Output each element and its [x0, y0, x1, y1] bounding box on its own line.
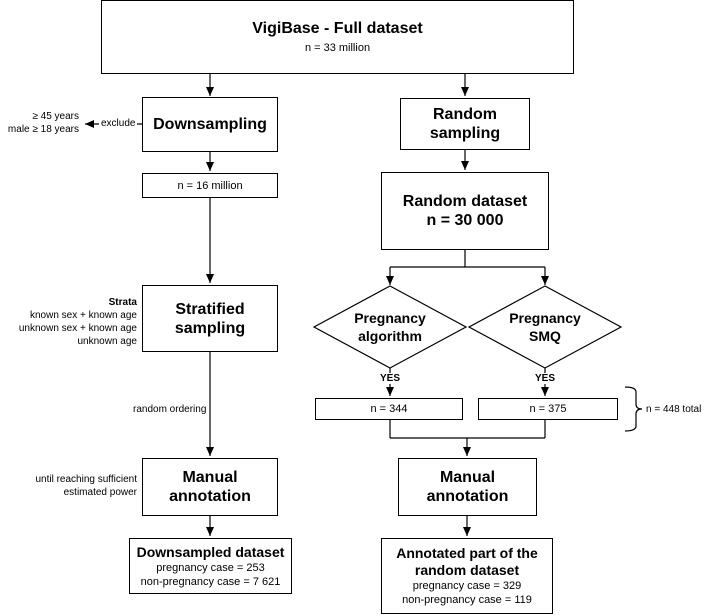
- downsampling-title: Downsampling: [153, 116, 267, 133]
- exclude-line-1: ≥ 45 years: [32, 111, 79, 122]
- annotated-dataset-box: Annotated part of the random dataset pre…: [381, 538, 553, 614]
- random-dataset-box: Random dataset n = 30 000: [381, 172, 549, 250]
- algorithm-yes-label: YES: [380, 373, 401, 384]
- random-ordering-label: random ordering: [133, 404, 207, 415]
- algorithm-line-2: algorithm: [358, 328, 422, 344]
- manual-left-line-1: Manual: [182, 469, 238, 486]
- downsampled-dataset-box: Downsampled dataset pregnancy case = 253…: [129, 538, 292, 594]
- until-line-1: until reaching sufficient: [35, 474, 137, 485]
- random-sampling-line-1: Random: [433, 106, 497, 123]
- manual-annotation-right-box: Manual annotation: [398, 458, 537, 516]
- smq-line-2: SMQ: [529, 328, 561, 344]
- until-line-2: estimated power: [63, 487, 137, 498]
- stratified-line-2: sampling: [174, 319, 246, 337]
- strata-line-2: unknown sex + known age: [18, 323, 137, 334]
- random-sampling-line-2: sampling: [429, 125, 501, 142]
- annotated-line-2: random dataset: [414, 562, 520, 578]
- random-dataset-count: n = 30 000: [426, 212, 504, 229]
- smq-label: Pregnancy SMQ: [485, 309, 605, 345]
- strata-title: Strata: [108, 297, 137, 308]
- manual-right-line-1: Manual: [439, 469, 496, 486]
- smq-line-1: Pregnancy: [509, 310, 581, 326]
- strata-line-1: known sex + known age: [29, 310, 137, 321]
- random-sampling-box: Random sampling: [400, 98, 530, 150]
- full-dataset-title: VigiBase - Full dataset: [252, 20, 423, 37]
- downsampled-title: Downsampled dataset: [136, 543, 285, 560]
- downsampled-nonpreg: non-pregnancy case = 7 621: [140, 575, 281, 588]
- n375-label: n = 375: [529, 403, 567, 415]
- exclude-label: exclude: [99, 117, 138, 130]
- manual-right-line-2: annotation: [426, 488, 509, 505]
- random-dataset-title: Random dataset: [402, 193, 528, 210]
- total-label: n = 448 total: [646, 404, 702, 415]
- n16-box: n = 16 million: [142, 173, 278, 198]
- algorithm-label: Pregnancy algorithm: [330, 309, 450, 345]
- full-dataset-box: VigiBase - Full dataset n = 33 million: [101, 0, 574, 74]
- until-label: until reaching sufficient estimated powe…: [4, 473, 137, 499]
- total-brace: [624, 386, 643, 432]
- full-dataset-count: n = 33 million: [304, 42, 371, 54]
- stratified-line-1: Stratified: [175, 300, 245, 318]
- algorithm-diamond: [312, 285, 468, 369]
- n344-box: n = 344: [315, 398, 463, 420]
- annotated-nonpreg: non-pregnancy case = 119: [402, 594, 532, 606]
- manual-left-line-2: annotation: [169, 488, 251, 505]
- exclude-criteria: ≥ 45 years male ≥ 18 years: [4, 110, 79, 136]
- algorithm-line-1: Pregnancy: [354, 310, 426, 326]
- stratified-sampling-box: Stratified sampling: [142, 285, 278, 352]
- manual-annotation-left-box: Manual annotation: [142, 458, 278, 516]
- downsampling-box: Downsampling: [142, 97, 278, 152]
- smq-yes-label: YES: [535, 373, 556, 384]
- n16-label: n = 16 million: [177, 179, 243, 192]
- annotated-line-1: Annotated part of the: [396, 545, 538, 561]
- n375-box: n = 375: [478, 398, 618, 420]
- exclude-line-2: male ≥ 18 years: [7, 124, 79, 135]
- annotated-preg: pregnancy case = 329: [412, 580, 522, 592]
- smq-diamond: [467, 285, 623, 369]
- strata-list: Strata known sex + known age unknown sex…: [4, 296, 137, 348]
- n344-label: n = 344: [370, 403, 408, 415]
- strata-line-3: unknown age: [77, 336, 138, 347]
- downsampled-preg: pregnancy case = 253: [156, 561, 265, 574]
